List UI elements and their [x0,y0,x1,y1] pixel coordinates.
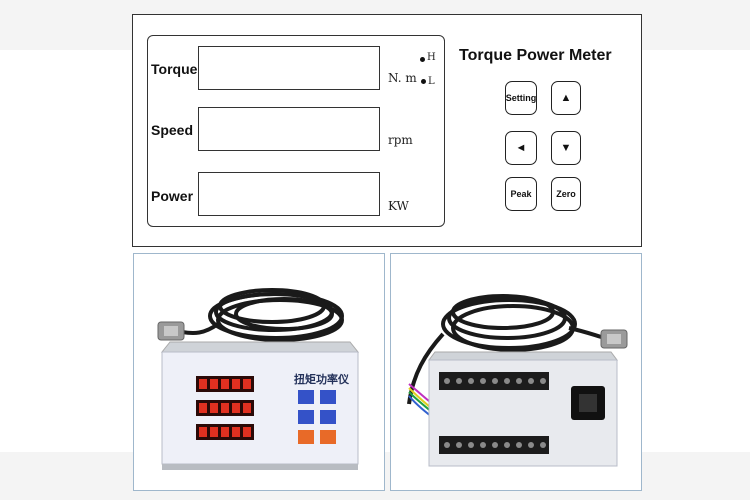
power-socket [571,386,605,420]
setting-button-label: Setting [505,93,537,103]
led-displays [196,376,254,440]
left-button[interactable]: ◄ [505,131,537,165]
zero-button-label: Zero [556,189,576,199]
low-indicator-label: L [428,76,435,87]
left-arrow-icon: ◄ [515,142,527,154]
peak-button[interactable]: Peak [505,177,537,211]
speed-unit: rpm [388,133,413,147]
speed-label: Speed [151,122,194,138]
setting-button[interactable]: Setting [505,81,537,115]
up-button[interactable]: ▲ [551,81,581,115]
down-button[interactable]: ▼ [551,131,581,165]
high-indicator-dot [420,57,425,62]
power-display [198,172,380,216]
cable-coil [181,288,344,342]
device-front-illustration [157,288,360,470]
panel-diagram: Torque N. m H L Speed rpm Power KW Torqu… [132,14,642,247]
high-indicator-label: H [427,52,436,63]
speed-display [198,107,380,151]
power-label: Power [151,188,194,204]
torque-label: Torque [151,61,198,77]
device-top [160,341,360,353]
peak-button-label: Peak [510,189,532,199]
cable-connector [157,321,185,341]
cable-connector-back [600,329,628,349]
up-arrow-icon: ▲ [560,92,572,104]
front-buttons [298,390,336,444]
terminal-strips [439,372,549,454]
torque-unit: N. m [388,71,417,85]
power-unit: KW [388,199,409,213]
down-arrow-icon: ▼ [560,142,572,154]
display-area: Torque N. m H L Speed rpm Power KW [147,35,445,227]
device-front-photo: 扭矩功率仪 [133,253,385,491]
device-face [161,351,359,465]
device-base [162,464,358,470]
meter-title: Torque Power Meter [459,47,612,64]
device-back-illustration [407,294,628,467]
device-back-photo [390,253,642,491]
zero-button[interactable]: Zero [551,177,581,211]
device-front-label: 扭矩功率仪 [294,373,349,386]
device-top-back [428,351,618,361]
torque-display [198,46,380,90]
low-indicator-dot [421,79,426,84]
